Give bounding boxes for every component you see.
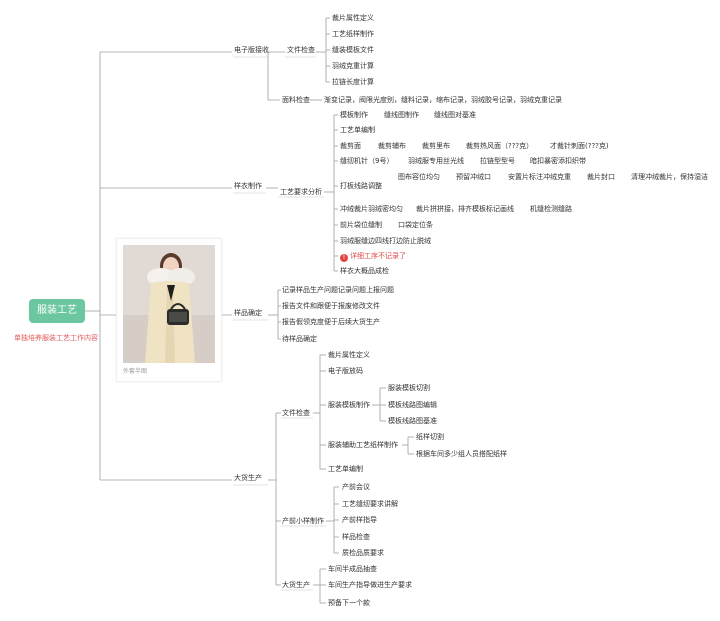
needle-row-4[interactable]: 才裁针刺面(???克)	[550, 142, 609, 150]
confirm-item-0[interactable]: 记录样品生产问题记录问题上报问题	[282, 286, 394, 294]
seam-row-0[interactable]: 缝纫机针（9号）	[340, 157, 394, 165]
file-item-1-2[interactable]: 缝装模板文件	[332, 46, 374, 54]
needle-row-3[interactable]: 裁剪热风面（???克）	[466, 142, 534, 150]
check-item-0[interactable]: 图布容位均匀	[398, 173, 440, 181]
confirm-item-3[interactable]: 待样品确定	[282, 335, 317, 343]
topic-sample-confirm[interactable]: 样品确定	[234, 309, 262, 317]
punch-row-2[interactable]: 机缝检测缝路	[530, 205, 572, 213]
seam-row-1[interactable]: 羽绒服专用丝光线	[408, 157, 464, 165]
topic-fabric-check[interactable]: 面料检查	[282, 96, 310, 104]
topic-template-making[interactable]: 服装模板制作	[328, 401, 370, 409]
pre-item-0[interactable]: 产前会议	[342, 483, 370, 491]
needle-row-1[interactable]: 裁剪辅布	[378, 142, 406, 150]
template-item-2[interactable]: 模板线路图基准	[388, 417, 437, 425]
warning-text: 详细工序不记录了	[350, 252, 406, 260]
finished-inspect[interactable]: 样衣大概品成检	[340, 267, 389, 275]
template-row-2[interactable]: 缝线图对基准	[434, 111, 476, 119]
check-item-3[interactable]: 裁片封口	[587, 173, 615, 181]
punch-row-0[interactable]: 冲绒裁片羽绒密均匀	[340, 205, 403, 213]
check-label[interactable]: 打板线路调整	[340, 182, 382, 190]
bulk-item-1[interactable]: 车间生产指导做进生产要求	[328, 581, 412, 589]
confirm-item-2[interactable]: 报告假领克度便于后续大货生产	[282, 318, 380, 326]
confirm-item-1[interactable]: 报告文件和跟便于报废修改文件	[282, 302, 380, 310]
pre-item-4[interactable]: 质检品质要求	[342, 549, 384, 557]
check-item-4[interactable]: 清理冲绒裁片，保持湿洁	[631, 173, 708, 181]
file-item-1-3[interactable]: 羽绒克重计算	[332, 62, 374, 70]
needle-row-2[interactable]: 裁剪里布	[422, 142, 450, 150]
topic-sample-making[interactable]: 样衣制作	[234, 182, 262, 190]
template-row-0[interactable]: 模板制作	[340, 111, 368, 119]
pre-item-1[interactable]: 工艺缝纫要求讲解	[342, 500, 398, 508]
root-topic[interactable]: 服装工艺	[29, 299, 85, 323]
aux-item-0[interactable]: 纸样切割	[416, 433, 444, 441]
topic-electronic-receive[interactable]: 电子版接收	[234, 46, 269, 54]
topic-aux-pattern[interactable]: 服装辅助工艺纸样制作	[328, 441, 398, 449]
pre-item-2[interactable]: 产前样指导	[342, 516, 377, 524]
check-item-2[interactable]: 安置片标注冲绒克重	[508, 173, 571, 181]
coat-model-image	[123, 245, 215, 363]
coat-photo	[123, 245, 215, 363]
template-item-1[interactable]: 模板线路图编辑	[388, 401, 437, 409]
image-caption: 外套半图	[123, 368, 148, 375]
file-item-1-0[interactable]: 裁片属性定义	[332, 14, 374, 22]
seam-row-2[interactable]: 拉链型型号	[480, 157, 515, 165]
topic-bulk-production[interactable]: 大货生产	[282, 581, 310, 589]
template-row-1[interactable]: 缝线图制作	[384, 111, 419, 119]
topic-process-analysis[interactable]: 工艺要求分析	[280, 188, 322, 196]
aux-item-1[interactable]: 根据车间多少组人员搭配纸样	[416, 450, 507, 458]
mouth-marker[interactable]: 口袋定位条	[398, 221, 433, 229]
file-item-1-4[interactable]: 拉链长度计算	[332, 78, 374, 86]
topic-file-check-2[interactable]: 文件检查	[282, 409, 310, 417]
check-item-1[interactable]: 预留冲绒口	[456, 173, 491, 181]
bulk-item-0[interactable]: 车间半成品抽查	[328, 565, 377, 573]
seam-row-3[interactable]: 暗扣暴密添扣织带	[530, 157, 586, 165]
image-card[interactable]: 外套半图	[116, 238, 222, 382]
alert-icon: !	[340, 254, 348, 262]
needle-row-0[interactable]: 裁剪面	[340, 142, 361, 150]
root-note: 单独培养服装工艺工作内容	[14, 334, 98, 342]
front-marker[interactable]: 前片袋位缝制	[340, 221, 382, 229]
feather-check[interactable]: 羽绒服缝边四线打边防止脱绒	[340, 237, 431, 245]
fabric-items[interactable]: 渐变记录，阀限光度别，缝料记录，缩布记录，羽绒胶号记录，羽绒克重记录	[324, 96, 562, 104]
warning-node[interactable]: !详细工序不记录了	[340, 251, 406, 262]
topic-file-check-1[interactable]: 文件检查	[287, 46, 315, 54]
file-item-2-0[interactable]: 裁片属性定义	[328, 351, 370, 359]
topic-mass-production[interactable]: 大货生产	[234, 474, 262, 482]
file-item-1-1[interactable]: 工艺纸样制作	[332, 30, 374, 38]
punch-row-1[interactable]: 裁片拼拼接，排齐模板标记画线	[416, 205, 514, 213]
file-item-2-1[interactable]: 电子版放码	[328, 367, 363, 375]
process-sheet-2[interactable]: 工艺单编制	[328, 465, 363, 473]
pre-item-3[interactable]: 样品检查	[342, 533, 370, 541]
next-item[interactable]: 预备下一个款	[328, 599, 370, 607]
process-sheet[interactable]: 工艺单编制	[340, 126, 375, 134]
template-item-0[interactable]: 服装模板切割	[388, 384, 430, 392]
topic-pre-production[interactable]: 产前小样制作	[282, 517, 324, 525]
